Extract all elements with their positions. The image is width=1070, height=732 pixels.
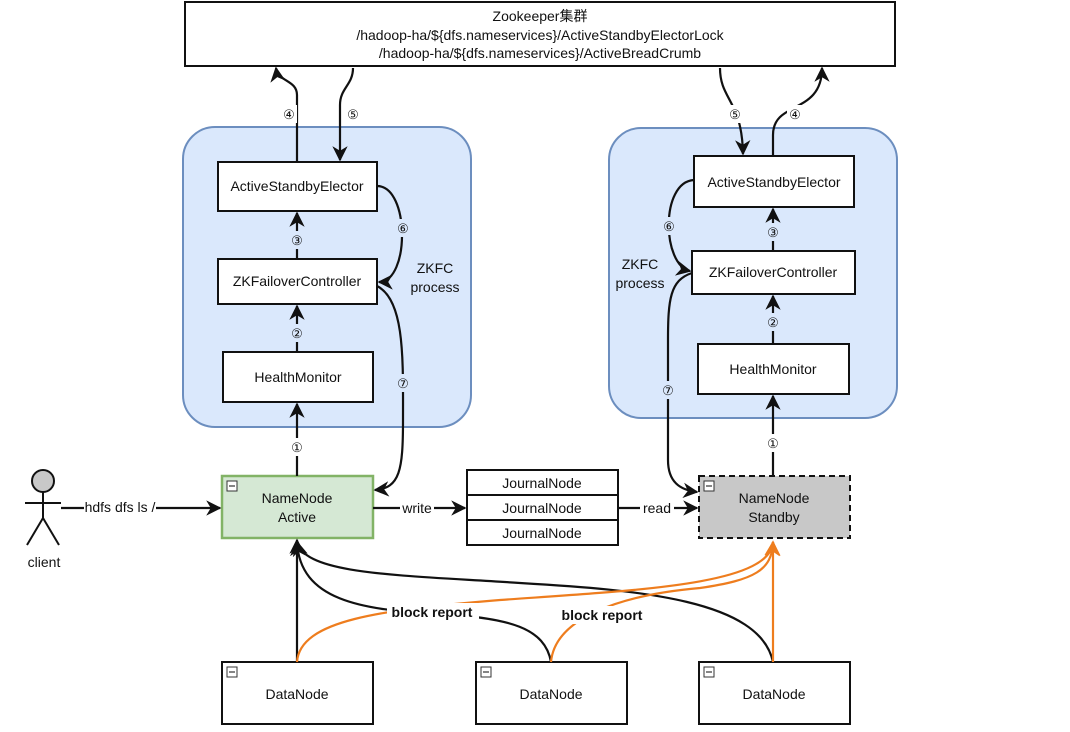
namenode-standby: NameNode Standby: [698, 475, 851, 539]
journal-node-label: JournalNode: [502, 500, 582, 516]
zkfc-process-right: ActiveStandbyElector ZKFailoverControlle…: [608, 127, 898, 419]
block-report-label-2: block report: [562, 607, 643, 623]
block-report-label-1: block report: [392, 604, 473, 620]
health-monitor-label-left: HealthMonitor: [254, 369, 341, 385]
read-label: read: [643, 500, 671, 516]
step-1-label: ①: [767, 436, 779, 451]
health-monitor-box-right: [697, 343, 850, 395]
block-report-arrow-3: [292, 540, 775, 663]
data-node-label: DataNode: [519, 686, 582, 702]
step-5-label: ⑤: [729, 107, 741, 122]
step5-arrow-left: [332, 67, 355, 162]
namenode-active-line1: NameNode: [262, 490, 333, 506]
block-report-arrow-2: [290, 540, 553, 663]
health-monitor-box-left: [222, 351, 374, 403]
controller-box-left: [217, 258, 378, 305]
elector-label-right: ActiveStandbyElector: [707, 174, 840, 190]
step4-arrow-left: [270, 66, 299, 162]
step-4-label: ④: [789, 107, 801, 122]
client-actor-icon: [25, 469, 61, 546]
zookeeper-breadcrumb-path: /hadoop-ha/${dfs.nameservices}/ActiveBre…: [379, 45, 701, 61]
zookeeper-title: Zookeeper集群: [493, 8, 588, 24]
journal-node-label: JournalNode: [502, 525, 582, 541]
client-label: client: [28, 554, 61, 570]
controller-box-right: [691, 250, 856, 295]
data-node-3: DataNode: [698, 661, 851, 725]
step-4-label: ④: [283, 107, 295, 122]
step-7-label: ⑦: [662, 383, 674, 398]
step-3-label: ③: [767, 225, 779, 240]
block-report-orange-arrow-1: [295, 540, 780, 663]
controller-label-left: ZKFailoverController: [233, 273, 362, 289]
zookeeper-cluster-box: Zookeeper集群 /hadoop-ha/${dfs.nameservice…: [184, 1, 896, 67]
step-3-label: ③: [291, 233, 303, 248]
namenode-active-line2: Active: [278, 509, 316, 525]
client-command-label: hdfs dfs ls /: [85, 499, 156, 515]
controller-label-right: ZKFailoverController: [709, 264, 838, 280]
journal-node-box: [466, 519, 619, 546]
step-5-label: ⑤: [347, 107, 359, 122]
step-6-label: ⑥: [663, 219, 675, 234]
step-labels: ① ② ③ ④ ⑤ ⑥ ⑦ ① ② ③ ④ ⑤ ⑥ ⑦: [281, 105, 803, 456]
data-node-2: DataNode: [475, 661, 628, 725]
write-label: write: [401, 500, 432, 516]
namenode-standby-line2: Standby: [748, 509, 799, 525]
block-report-orange-arrow-2: [549, 540, 781, 663]
data-node-label: DataNode: [742, 686, 805, 702]
zkfc-label-left: ZKFC: [417, 260, 454, 276]
zkfc-process-left: ActiveStandbyElector ZKFailoverControlle…: [182, 126, 472, 428]
zookeeper-lock-path: /hadoop-ha/${dfs.nameservices}/ActiveSta…: [356, 27, 724, 43]
data-node-1: DataNode: [221, 661, 374, 725]
step7-arrow-right: [666, 271, 699, 499]
step7-arrow-left: [373, 285, 405, 497]
step-2-label: ②: [767, 315, 779, 330]
process-label-right: process: [615, 275, 664, 291]
step-6-label: ⑥: [397, 221, 409, 236]
elector-label-left: ActiveStandbyElector: [230, 178, 363, 194]
process-label-left: process: [410, 279, 459, 295]
zkfc-label-right: ZKFC: [622, 256, 659, 272]
namenode-standby-line1: NameNode: [739, 490, 810, 506]
step-7-label: ⑦: [397, 376, 409, 391]
step-2-label: ②: [291, 326, 303, 341]
namenode-active: NameNode Active: [220, 474, 375, 540]
step-1-label: ①: [291, 440, 303, 455]
journal-node-group: JournalNode JournalNode JournalNode: [466, 469, 619, 546]
step5-arrow-right: [718, 67, 751, 156]
health-monitor-label-right: HealthMonitor: [729, 361, 816, 377]
elector-box-right: [693, 155, 855, 208]
journal-node-label: JournalNode: [502, 475, 582, 491]
data-node-label: DataNode: [265, 686, 328, 702]
